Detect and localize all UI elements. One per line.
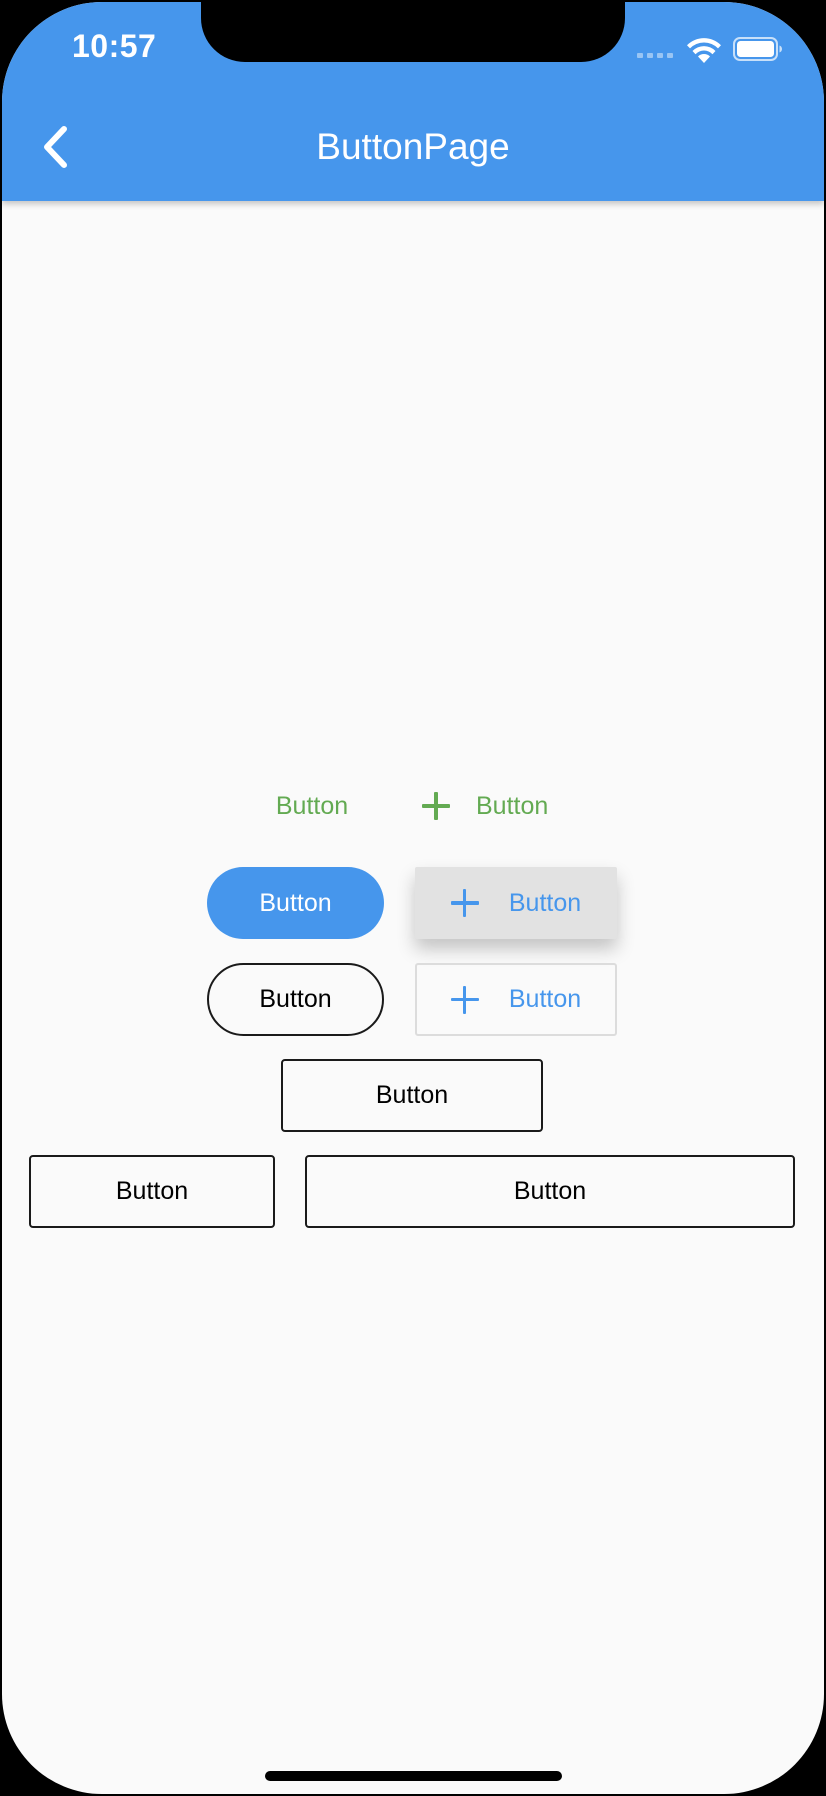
outline-wide-button[interactable]: Button [281, 1059, 543, 1132]
plus-icon [450, 889, 479, 917]
outline-icon-button-label: Button [508, 985, 582, 1013]
wifi-icon [687, 38, 721, 63]
filled-button-label: Button [259, 888, 332, 917]
plus-icon [422, 792, 450, 820]
home-indicator[interactable] [265, 1771, 562, 1781]
outline-left-button-label: Button [115, 1177, 189, 1205]
text-button[interactable]: Button [252, 782, 372, 830]
outline-right-button[interactable]: Button [305, 1155, 795, 1228]
outline-wide-button-label: Button [375, 1081, 449, 1109]
icon-text-button-label: Button [476, 791, 549, 820]
filled-button[interactable]: Button [207, 867, 384, 939]
cellular-signal-icon [637, 53, 673, 58]
outline-left-button[interactable]: Button [29, 1155, 275, 1228]
raised-icon-button[interactable]: Button [415, 867, 617, 939]
text-button-label: Button [275, 791, 349, 820]
outline-pill-button[interactable]: Button [207, 963, 384, 1036]
icon-text-button[interactable]: Button [422, 782, 582, 830]
device-notch [201, 2, 625, 62]
outline-pill-button-label: Button [259, 985, 332, 1013]
status-time: 10:57 [72, 28, 157, 64]
battery-icon [733, 37, 782, 61]
outline-icon-button[interactable]: Button [415, 963, 617, 1036]
outline-right-button-label: Button [513, 1177, 587, 1205]
page-title: ButtonPage [316, 126, 510, 167]
back-button[interactable] [38, 124, 74, 170]
plus-icon [450, 985, 479, 1014]
raised-icon-button-label: Button [508, 888, 582, 917]
